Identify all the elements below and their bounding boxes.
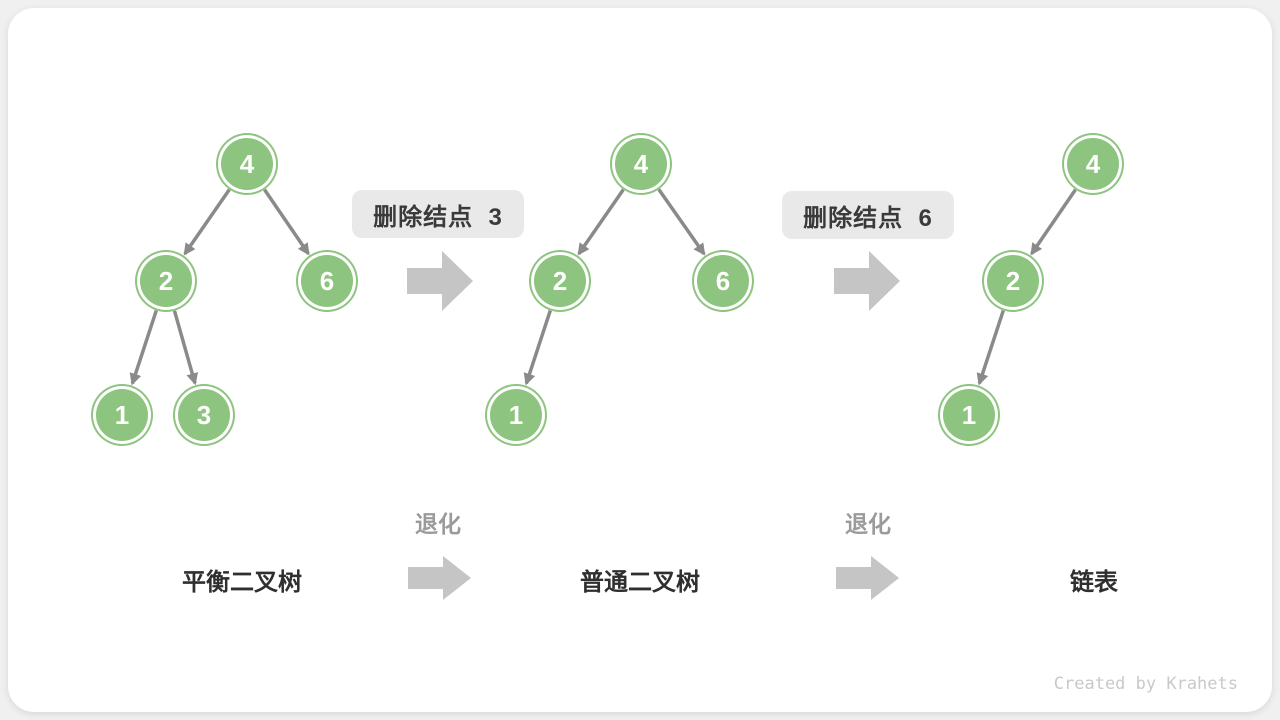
tree1-node-6: 6 — [301, 255, 353, 307]
tree1-node-3: 3 — [178, 389, 230, 441]
operation-label-delete-6: 删除结点 6 — [782, 191, 954, 239]
tree2-node-2: 2 — [534, 255, 586, 307]
tree3-node-1: 1 — [943, 389, 995, 441]
stage-label-linked-list: 链表 — [1070, 569, 1118, 596]
tree2-node-4: 4 — [615, 138, 667, 190]
tree3-node-4: 4 — [1067, 138, 1119, 190]
degrade-caption: 退化 — [415, 511, 461, 537]
card-background — [8, 8, 1272, 712]
tree2-node-1: 1 — [490, 389, 542, 441]
stage-label-balanced-binary-tree: 平衡二叉树 — [182, 569, 302, 596]
tree1-node-1: 1 — [96, 389, 148, 441]
operation-label-delete-3: 删除结点 3 — [352, 190, 524, 238]
degrade-caption: 退化 — [845, 511, 891, 537]
tree1-node-2: 2 — [140, 255, 192, 307]
stage-label-ordinary-binary-tree: 普通二叉树 — [580, 569, 700, 596]
tree3-node-2: 2 — [987, 255, 1039, 307]
tree1-node-4: 4 — [221, 138, 273, 190]
tree2-node-6: 6 — [697, 255, 749, 307]
watermark-credit: Created by Krahets — [1053, 674, 1238, 694]
